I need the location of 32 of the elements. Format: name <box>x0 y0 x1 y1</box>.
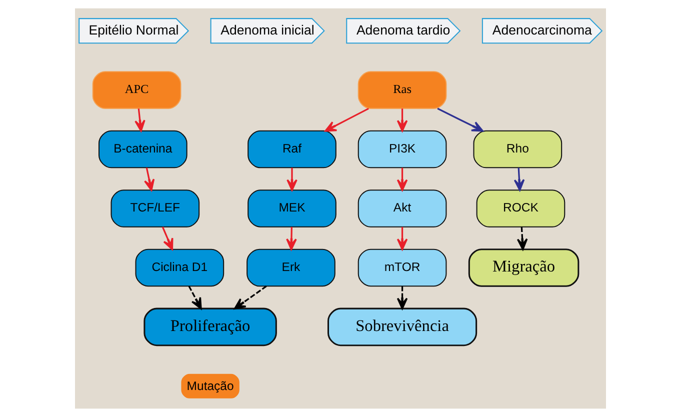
node-box: Raf <box>248 130 336 168</box>
legend-label: Mutação <box>186 378 234 393</box>
node-box: ROCK <box>476 190 566 228</box>
arrow <box>396 108 408 132</box>
node-box: TCF/LEF <box>110 190 200 228</box>
node-box: APC <box>92 71 182 109</box>
node-box: MEK <box>248 190 336 228</box>
node-box: Ciclina D1 <box>135 248 224 287</box>
arrow <box>324 108 369 132</box>
node-box: Akt <box>358 190 447 228</box>
arrow <box>234 286 267 310</box>
arrow <box>162 226 174 250</box>
node-box: Sobrevivência <box>327 308 478 346</box>
node-box: Erk <box>246 248 336 287</box>
node-box: mTOR <box>358 248 447 287</box>
node-box: Proliferação <box>144 308 277 346</box>
arrow <box>286 226 297 250</box>
arrow <box>144 168 155 191</box>
arrow <box>188 286 202 310</box>
arrow <box>396 286 408 310</box>
arrow <box>396 168 408 191</box>
node-box: Rho <box>473 130 562 168</box>
arrow <box>396 227 408 250</box>
arrow <box>516 226 528 250</box>
node-box: B-catenina <box>98 130 188 168</box>
node-box: PI3K <box>358 130 447 168</box>
arrow <box>437 108 484 132</box>
arrow <box>514 168 525 191</box>
arrow <box>134 108 146 132</box>
node-box: Migração <box>468 248 580 287</box>
arrow <box>286 168 298 191</box>
node-box: Ras <box>358 71 447 109</box>
